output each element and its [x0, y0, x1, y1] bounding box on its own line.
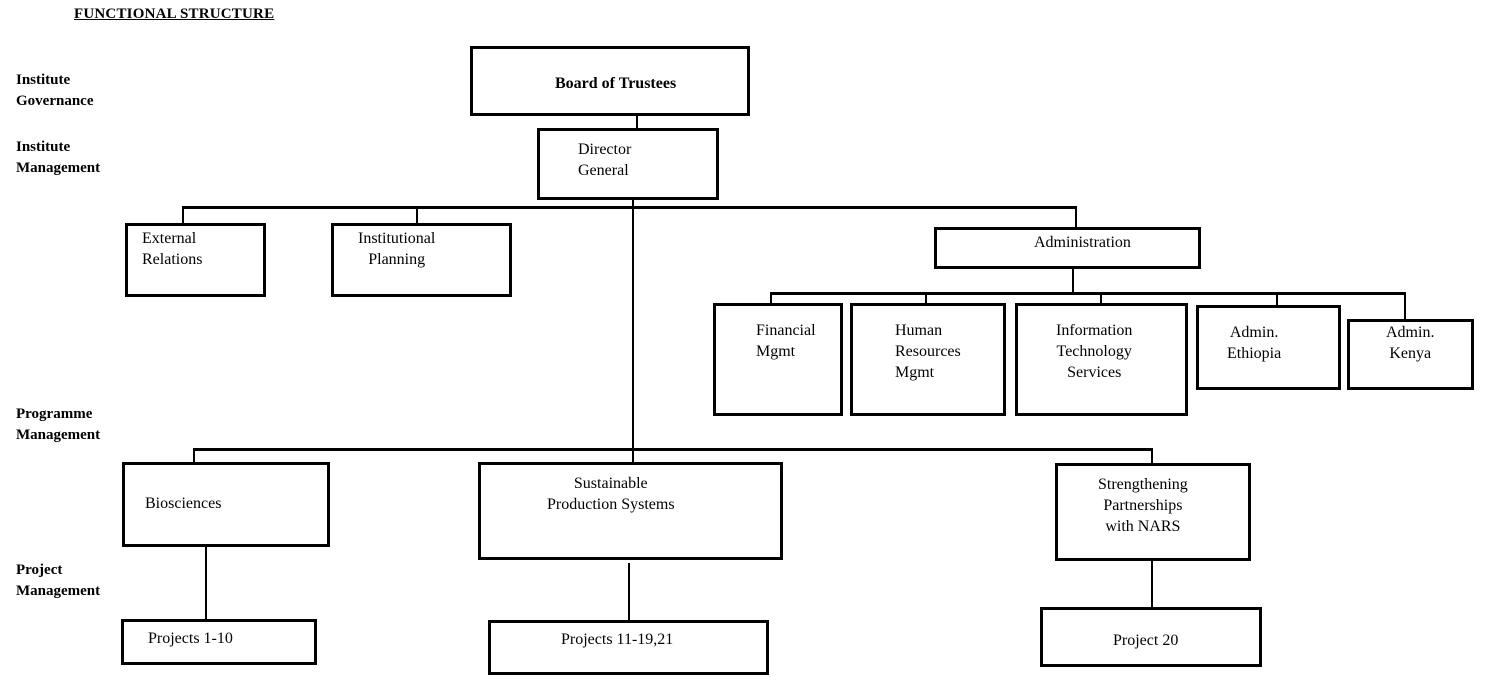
connector-hr — [925, 292, 927, 305]
node-financial-mgmt: Financial Mgmt — [713, 303, 843, 416]
level-label-governance: Institute Governance — [16, 72, 94, 109]
node-sustainable-production-systems: Sustainable Production Systems — [478, 462, 783, 560]
level-label-project-management: Project Management — [16, 562, 101, 599]
connector-external-relations — [182, 206, 184, 226]
node-director-general: Director General — [537, 128, 719, 200]
node-project-20: Project 20 — [1040, 607, 1262, 667]
level-label-programme-management: Programme Management — [16, 406, 101, 443]
connector-institute-bus — [182, 206, 1077, 209]
node-biosciences: Biosciences — [122, 462, 330, 547]
connector-administration — [1075, 206, 1077, 230]
connector-admin-bus — [770, 292, 1406, 295]
connector-biosciences-projects — [205, 540, 207, 622]
connector-board-dg — [636, 115, 638, 131]
connector-strengthening — [1151, 448, 1153, 464]
node-it-services: Information Technology Services — [1015, 303, 1188, 416]
node-institutional-planning: Institutional Planning — [331, 223, 512, 297]
diagram-title: FUNCTIONAL STRUCTURE — [74, 6, 275, 22]
node-admin-ethiopia: Admin. Ethiopia — [1196, 305, 1341, 390]
node-strengthening-partnerships: Strengthening Partnerships with NARS — [1055, 463, 1251, 561]
connector-kenya — [1404, 292, 1406, 320]
node-human-resources-mgmt: Human Resources Mgmt — [850, 303, 1006, 416]
node-administration: Administration — [934, 227, 1201, 269]
node-projects-1-10: Projects 1-10 — [121, 619, 317, 665]
connector-nars-project — [1151, 558, 1153, 608]
connector-biosciences — [193, 448, 195, 463]
connector-sps-projects — [628, 563, 630, 623]
connector-ethiopia — [1276, 292, 1278, 305]
connector-financial — [770, 292, 772, 305]
connector-it — [1100, 292, 1102, 305]
node-external-relations: External Relations — [125, 223, 266, 297]
connector-admin-down — [1072, 267, 1074, 293]
connector-institutional-planning — [416, 206, 418, 226]
connector-dg-programmes — [632, 198, 634, 464]
node-projects-11-19-21: Projects 11-19,21 — [488, 620, 769, 675]
node-board-of-trustees: Board of Trustees — [470, 46, 750, 116]
level-label-institute-management: Institute Management — [16, 139, 101, 176]
connector-programme-bus — [193, 448, 1153, 451]
node-admin-kenya: Admin. Kenya — [1347, 319, 1474, 390]
